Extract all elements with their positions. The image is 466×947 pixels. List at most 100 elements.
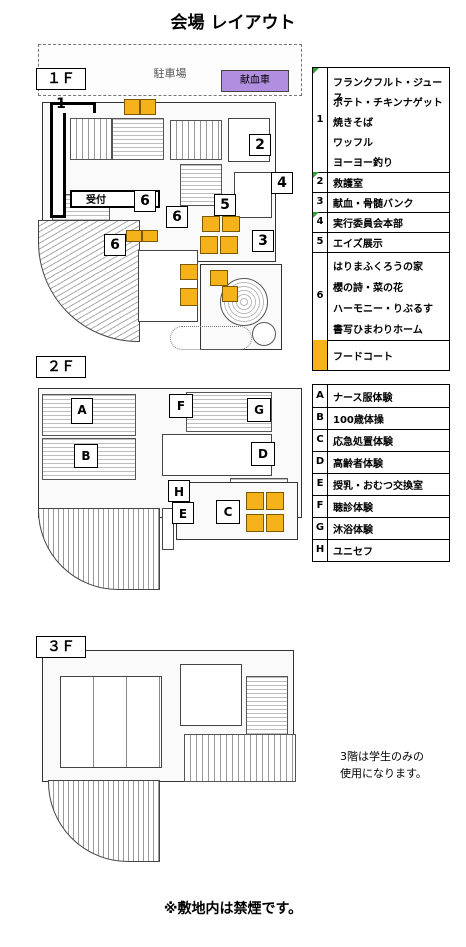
legend-label: エイズ展示 <box>333 238 383 250</box>
room <box>70 118 112 160</box>
legend-key: 1 <box>313 68 328 172</box>
legend-key: H <box>313 539 328 561</box>
booth-marker-3: 3 <box>252 230 274 252</box>
legend-key: E <box>313 473 328 495</box>
room <box>234 172 272 218</box>
legend-key-1: 1 <box>316 114 324 125</box>
food-court-booth <box>140 99 156 115</box>
booth-marker-g: G <box>247 398 271 422</box>
legend-key-6: 6 <box>316 290 324 301</box>
legend-marker-icon <box>313 172 319 178</box>
blood-car-label: 献血車 <box>240 75 270 86</box>
legend-row: F 聴診体験 <box>313 495 449 518</box>
room <box>162 508 174 550</box>
room <box>180 664 242 726</box>
legend-row: 2 救護室 <box>313 172 449 193</box>
food-court-booth <box>246 514 264 532</box>
legend-item: 書写ひまわりホーム <box>333 325 423 336</box>
legend-row: E 授乳・おむつ交換室 <box>313 473 449 496</box>
legend-label: ユニセフ <box>333 546 373 558</box>
building-1-outline <box>50 102 66 218</box>
legend-label: ナース服体験 <box>333 392 393 404</box>
food-court-booth <box>200 236 218 254</box>
booth-marker-h: H <box>168 480 190 502</box>
floor-3-label: ３Ｆ <box>36 636 86 658</box>
legend-row: H ユニセフ <box>313 539 449 561</box>
legend-1f: 1 フランクフルト・ジュース ポテト・チキンナゲット 焼きそば ワッフル ヨーヨ… <box>312 67 450 371</box>
floor-2-label: ２Ｆ <box>36 356 86 378</box>
legend-group-6: 6 はりまふくろうの家 櫻の詩・菜の花 ハーモニー・りぶるす 書写ひまわりホーム <box>313 252 449 341</box>
legend-label: 100歳体操 <box>333 414 384 426</box>
lecture-hall-wing <box>48 780 160 862</box>
booth-marker-e: E <box>172 502 194 524</box>
legend-label: 応急処置体験 <box>333 436 393 448</box>
legend-key: F <box>313 495 328 517</box>
legend-group-1: 1 フランクフルト・ジュース ポテト・チキンナゲット 焼きそば ワッフル ヨーヨ… <box>313 68 449 173</box>
legend-item: ヨーヨー釣り <box>333 158 393 169</box>
garden <box>252 322 276 346</box>
floor-3-note-line: 使用になります。 <box>340 767 427 780</box>
floor-1-label: １Ｆ <box>36 68 86 90</box>
food-court-booth <box>180 264 198 280</box>
floor-3-note: 3階は学生のみの 使用になります。 <box>340 748 460 782</box>
booth-marker-2: 2 <box>249 134 271 156</box>
legend-key: B <box>313 407 328 429</box>
floor-2-map: A B C D E F G H <box>30 378 302 593</box>
legend-row: 3 献血・骨髄バンク <box>313 192 449 213</box>
floor-3-map <box>30 640 302 870</box>
legend-item: フランクフルト・ジュース <box>333 78 443 104</box>
legend-item: はりまふくろうの家 <box>333 262 423 273</box>
legend-key: 4 <box>313 212 328 232</box>
no-smoking-notice: ※敷地内は禁煙です。 <box>163 901 303 917</box>
booth-marker-b: B <box>74 444 98 468</box>
booth-marker-5: 5 <box>214 194 236 216</box>
booth-marker-1: 1 <box>56 96 66 112</box>
legend-item: ハーモニー・りぶるす <box>333 304 433 315</box>
legend-key: 6 <box>313 252 328 340</box>
legend-key: 3 <box>313 192 328 212</box>
building-1-outline <box>50 102 96 113</box>
legend-item: ワッフル <box>333 138 373 149</box>
legend-label: 聴診体験 <box>333 502 373 514</box>
food-court-booth <box>202 216 220 232</box>
legend-row: A ナース服体験 <box>313 385 449 408</box>
legend-label: 沐浴体験 <box>333 524 373 536</box>
food-court-booth <box>222 216 240 232</box>
legend-key: A <box>313 385 328 407</box>
legend-item: ポテト・チキンナゲット <box>333 98 443 109</box>
booth-marker-6: 6 <box>134 190 156 212</box>
food-court-booth <box>180 288 198 306</box>
booth-marker-c: C <box>216 500 240 524</box>
legend-row: 4 実行委員会本部 <box>313 212 449 233</box>
food-court-booth <box>266 492 284 510</box>
legend-label: 献血・骨髄バンク <box>333 198 414 210</box>
booth-marker-6: 6 <box>104 234 126 256</box>
legend-marker-icon <box>313 68 319 74</box>
legend-label: 救護室 <box>333 178 363 190</box>
legend-key: C <box>313 429 328 451</box>
booth-marker-d: D <box>251 442 275 466</box>
legend-row: 5 エイズ展示 <box>313 232 449 253</box>
lawn <box>170 326 252 350</box>
page-title: 会場 レイアウト <box>170 13 296 33</box>
floor-3-note-line: 3階は学生のみの <box>340 750 424 763</box>
room <box>138 250 198 322</box>
legend-row: D 高齢者体験 <box>313 451 449 474</box>
legend-label: 実行委員会本部 <box>333 218 403 230</box>
legend-item: 櫻の詩・菜の花 <box>333 283 403 294</box>
legend-label: 高齢者体験 <box>333 458 383 470</box>
food-court-booth <box>222 286 238 302</box>
legend-item: 焼きそば <box>333 118 373 129</box>
legend-label: 授乳・おむつ交換室 <box>333 480 423 492</box>
blood-donation-car: 献血車 <box>221 70 289 92</box>
floor-1-map: 駐車場 献血車 受付 1 2 3 4 5 6 6 6 6 <box>30 44 302 374</box>
legend-label: フードコート <box>333 351 393 363</box>
food-court-booth <box>210 270 228 286</box>
room <box>112 118 164 160</box>
lecture-hall-wing <box>38 508 160 590</box>
legend-2f: A ナース服体験 B 100歳体操 C 応急処置体験 D 高齢者体験 E 授乳・おむつ交換… <box>312 384 450 562</box>
booth-marker-4: 4 <box>271 172 293 194</box>
food-court-booth <box>246 492 264 510</box>
legend-key: 2 <box>313 172 328 192</box>
legend-key: D <box>313 451 328 473</box>
